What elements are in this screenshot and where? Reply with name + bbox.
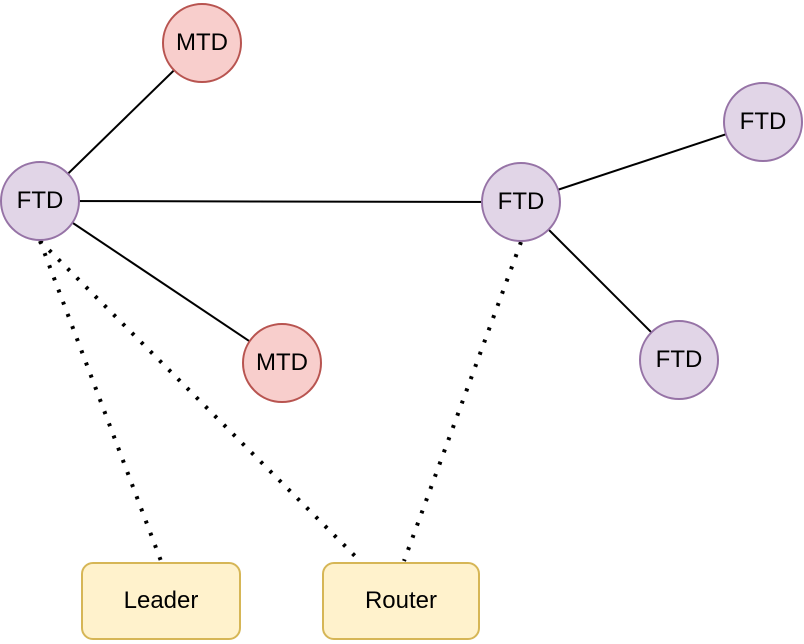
edge-ftd-center-router-dotted bbox=[402, 241, 523, 562]
node-label-ftd-left: FTD bbox=[16, 187, 64, 214]
node-label-mtd-top: MTD bbox=[176, 29, 228, 56]
node-mtd-bottom: MTD bbox=[242, 323, 322, 403]
node-label-ftd-top-right: FTD bbox=[739, 108, 787, 135]
node-ftd-center: FTD bbox=[481, 162, 561, 242]
edge-ftd-left-mtd-bottom bbox=[39, 200, 283, 364]
box-label-leader: Leader bbox=[123, 587, 199, 614]
node-label-mtd-bottom: MTD bbox=[256, 349, 308, 376]
edge-ftd-left-router-dotted bbox=[38, 239, 362, 563]
edge-ftd-center-ftd-top-right bbox=[520, 121, 764, 203]
node-ftd-top-right: FTD bbox=[723, 82, 803, 162]
box-leader: Leader bbox=[81, 562, 241, 640]
box-router: Router bbox=[322, 562, 480, 640]
box-label-router: Router bbox=[364, 587, 438, 614]
node-ftd-bottom-right: FTD bbox=[639, 320, 719, 400]
node-label-ftd-center: FTD bbox=[497, 188, 545, 215]
node-label-ftd-bottom-right: FTD bbox=[655, 346, 703, 373]
node-mtd-top: MTD bbox=[162, 3, 242, 83]
node-ftd-left: FTD bbox=[0, 161, 80, 241]
edge-ftd-left-ftd-center bbox=[39, 200, 522, 203]
edge-ftd-left-leader-dotted bbox=[38, 240, 163, 562]
